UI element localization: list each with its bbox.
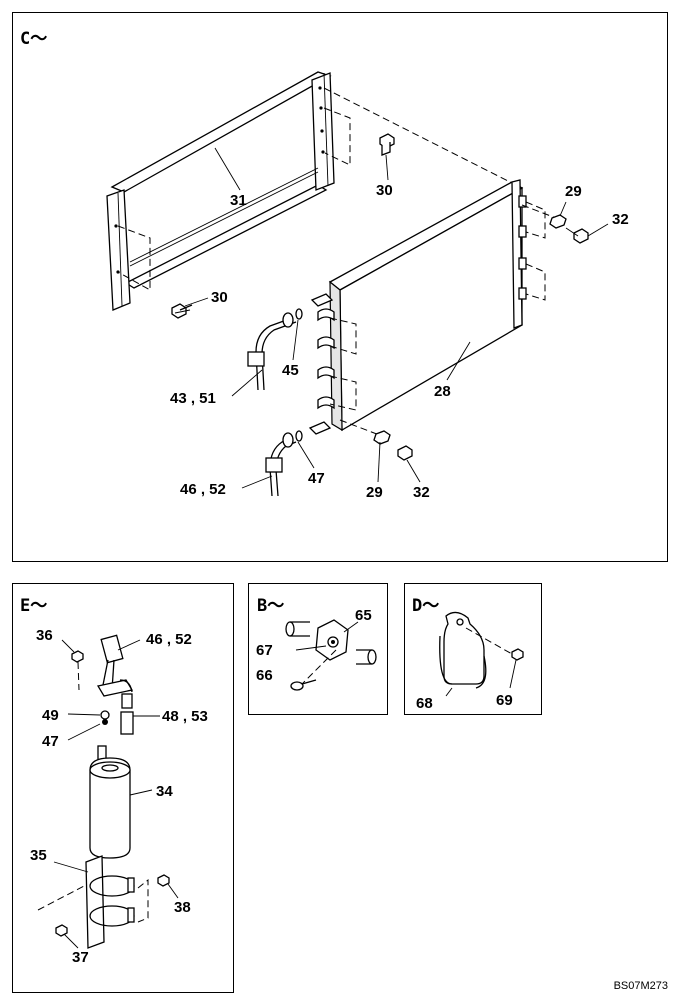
label-38: 38: [174, 899, 191, 916]
label-32-lower: 32: [413, 484, 430, 501]
panel-e-title: E～: [20, 596, 48, 616]
washer-29-upper: [549, 214, 567, 229]
bolt-38: [157, 874, 170, 887]
label-45: 45: [282, 362, 299, 379]
pressure-switch-46-52: [96, 634, 134, 697]
bolt-36: [71, 650, 84, 691]
bolt-32-upper: [565, 227, 589, 244]
washer-29-lower: [373, 430, 391, 445]
bolt-30-upper: [379, 133, 395, 156]
label-28: 28: [434, 383, 451, 400]
hose-46-52: [265, 432, 297, 497]
label-69: 69: [496, 692, 513, 709]
bolt-69: [465, 627, 524, 661]
label-48-53: 48 , 53: [162, 708, 208, 725]
bolt-32-lower: [397, 445, 413, 461]
panel-c-title: C～: [20, 29, 48, 49]
label-35: 35: [30, 847, 47, 864]
panel-d-title: D～: [412, 596, 440, 616]
label-47-c: 47: [308, 470, 325, 487]
label-47-e: 47: [42, 733, 59, 750]
screw-66: [290, 679, 317, 691]
label-49: 49: [42, 707, 59, 724]
pipe-clamp-65: [285, 619, 377, 687]
receiver-drier-34: [89, 745, 131, 859]
label-37: 37: [72, 949, 89, 966]
label-46-52-c: 46 , 52: [180, 481, 226, 498]
label-67: 67: [256, 642, 273, 659]
fitting-48-53: [120, 693, 134, 735]
label-43-51: 43 , 51: [170, 390, 216, 407]
label-34: 34: [156, 783, 173, 800]
label-36: 36: [36, 627, 53, 644]
label-30-upper: 30: [376, 182, 393, 199]
condenser-28: [308, 179, 527, 435]
hose-43-51: [247, 312, 297, 391]
bolt-37: [55, 924, 68, 937]
strap-68: [439, 611, 487, 689]
label-32-upper: 32: [612, 211, 629, 228]
label-30-lower: 30: [211, 289, 228, 306]
bolt-30-lower: [171, 303, 193, 319]
label-66: 66: [256, 667, 273, 684]
figure-code: BS07M273: [613, 980, 668, 992]
panel-b-title: B～: [257, 596, 285, 616]
label-31: 31: [230, 192, 247, 209]
bracket-plate-31: [106, 71, 335, 311]
label-46-52-e: 46 , 52: [146, 631, 192, 648]
label-68: 68: [416, 695, 433, 712]
label-29-upper: 29: [565, 183, 582, 200]
label-65: 65: [355, 607, 372, 624]
label-29-lower: 29: [366, 484, 383, 501]
clamp-bracket-35: [85, 855, 135, 949]
